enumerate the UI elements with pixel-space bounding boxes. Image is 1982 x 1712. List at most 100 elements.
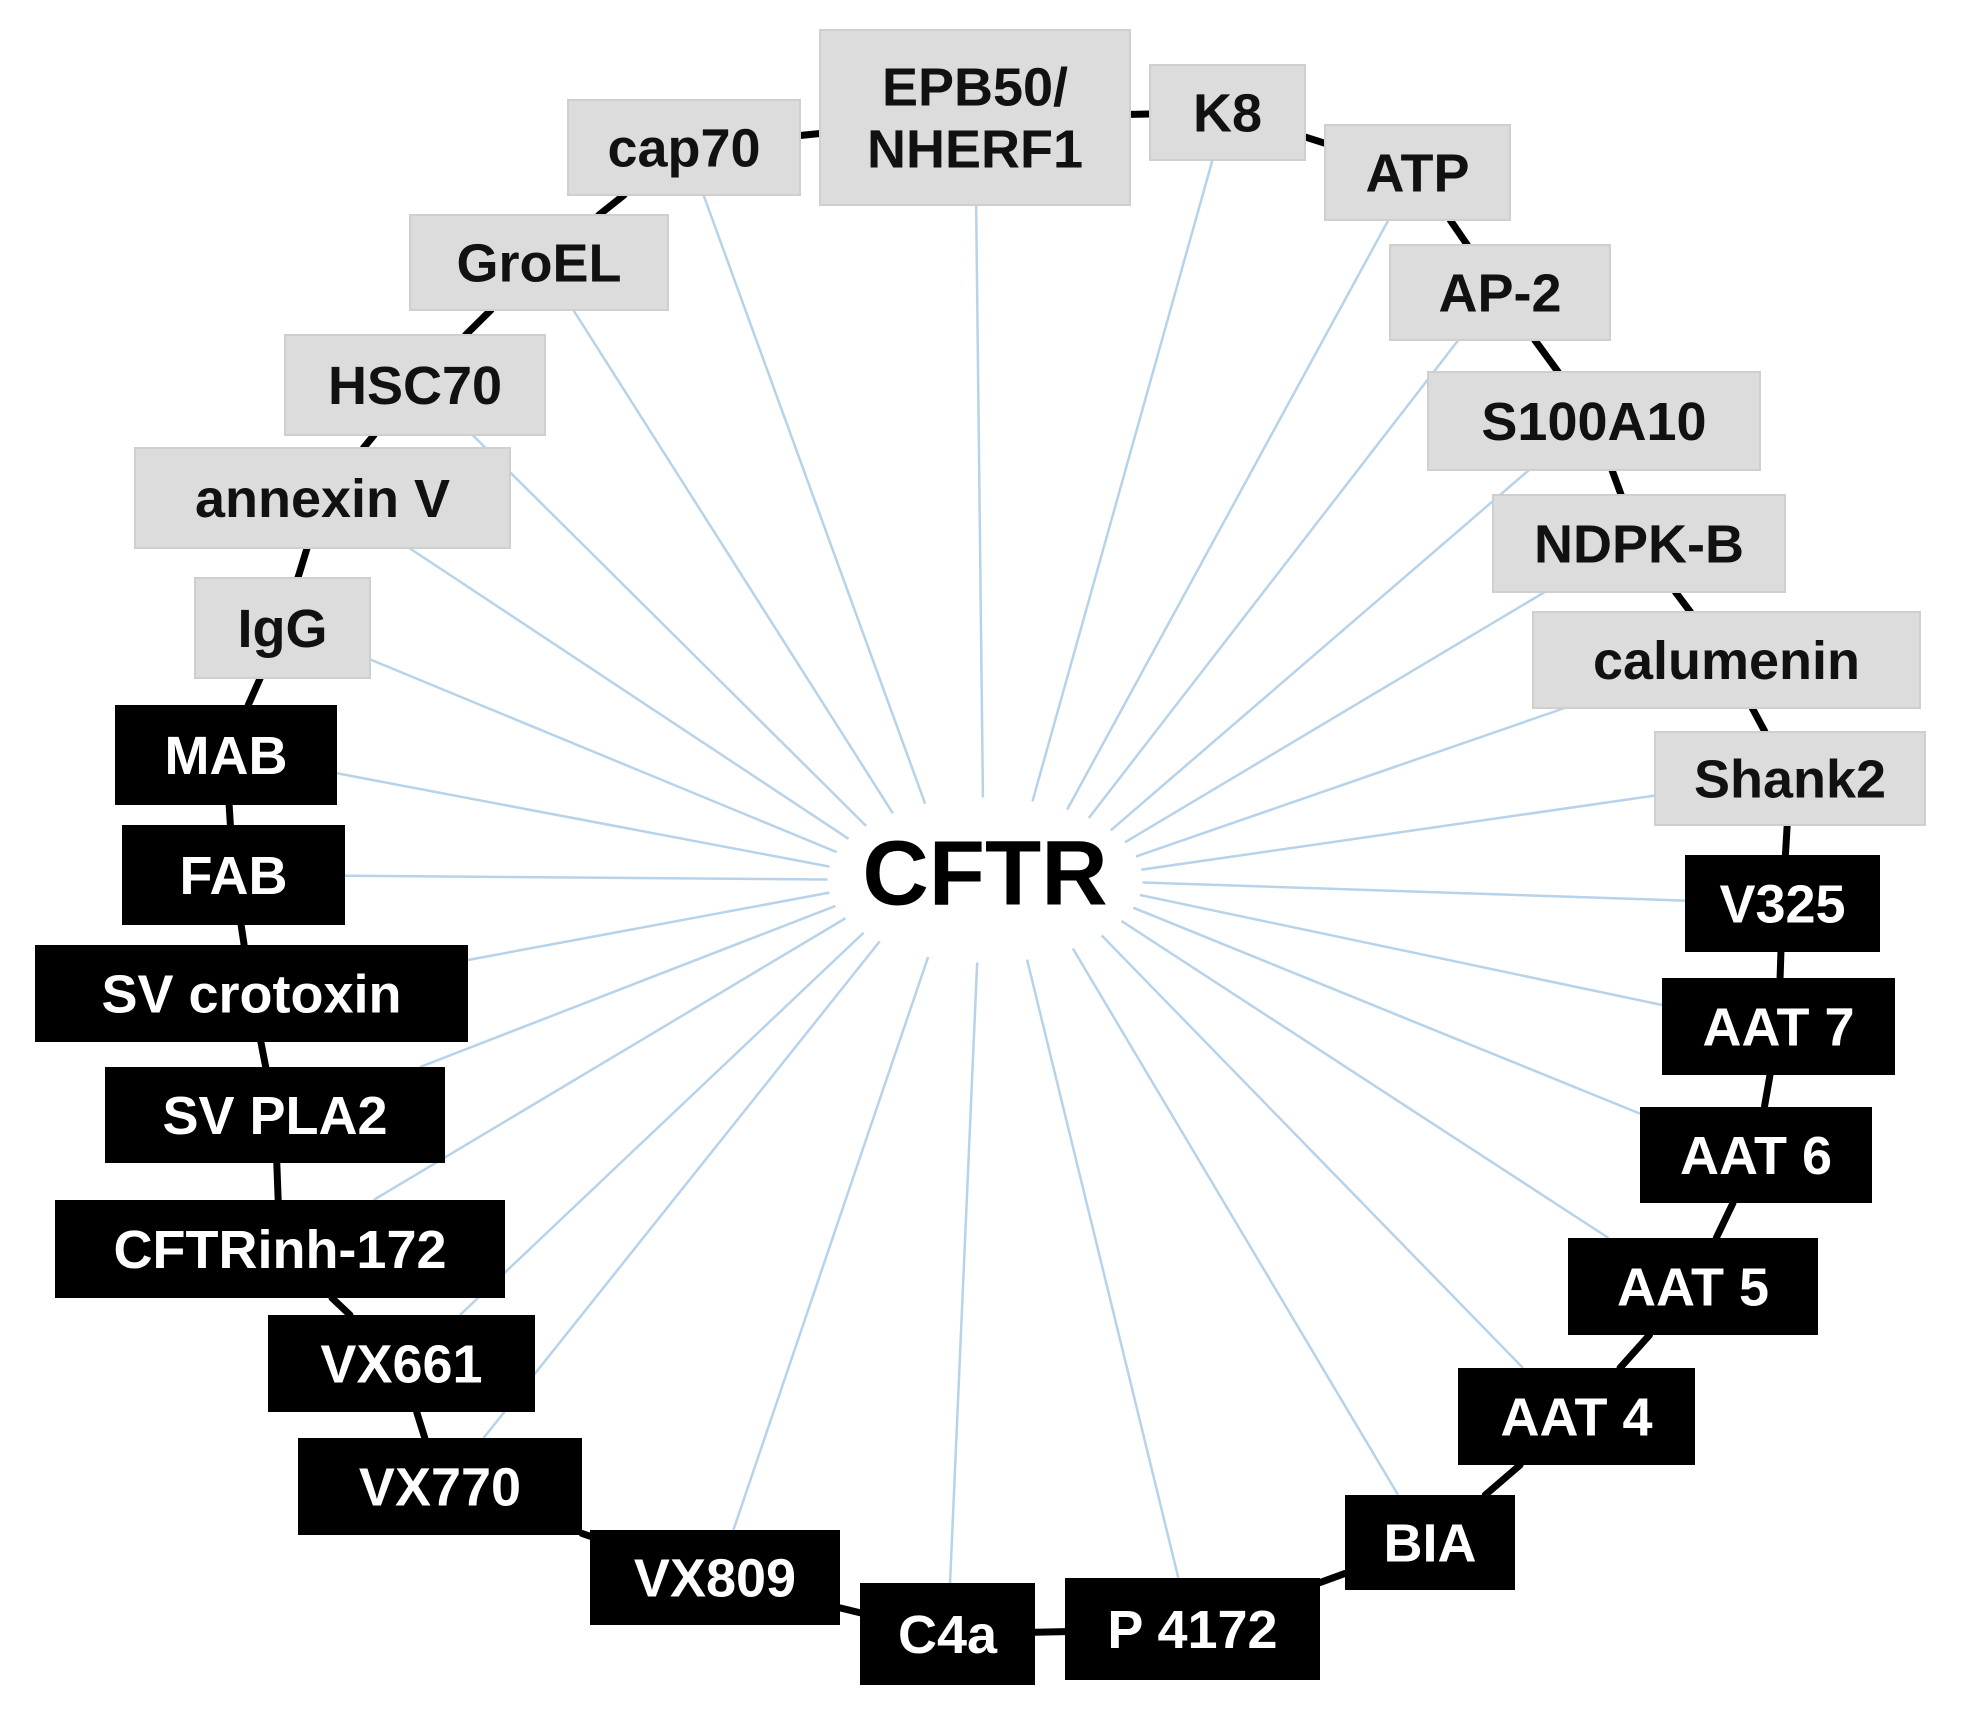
node-cap70: cap70 — [568, 100, 800, 195]
node-label-fab: FAB — [180, 846, 288, 906]
node-label-bia: BIA — [1384, 1514, 1477, 1574]
node-v325: V325 — [1685, 855, 1880, 952]
ring-link-aat6 — [1716, 1203, 1733, 1238]
node-label-aat4: AAT 4 — [1500, 1388, 1652, 1448]
node-label-calumenin: calumenin — [1593, 631, 1860, 691]
ring-link-aat5 — [1620, 1335, 1650, 1368]
spoke-s100a10 — [1111, 470, 1529, 830]
node-label-aat6: AAT 6 — [1680, 1126, 1832, 1186]
ring-link-svpla2 — [261, 1042, 266, 1067]
node-label-vx770: VX770 — [359, 1458, 521, 1518]
spoke-ndpkb — [1125, 592, 1545, 842]
node-vx809: VX809 — [590, 1530, 840, 1625]
spoke-aat6 — [1133, 908, 1640, 1114]
node-label-vx809: VX809 — [634, 1549, 796, 1609]
ring-link-shank2 — [1785, 825, 1787, 855]
ring-link-fab — [229, 805, 230, 825]
ring-link-ndpkb — [1675, 592, 1690, 612]
node-label-k8: K8 — [1193, 84, 1262, 144]
node-label-cftrinh172: CFTRinh-172 — [113, 1220, 446, 1280]
ring-link-ap2 — [1535, 340, 1558, 372]
node-label-annexinv: annexin V — [195, 469, 450, 529]
spoke-vx661 — [460, 933, 864, 1315]
ring-link-vx770 — [417, 1412, 425, 1438]
ring-link-aat4 — [1485, 1465, 1520, 1495]
node-aat4: AAT 4 — [1458, 1368, 1695, 1465]
node-label-ndpkb: NDPK-B — [1534, 515, 1744, 575]
node-c4a: C4a — [860, 1583, 1035, 1685]
node-calumenin: calumenin — [1533, 612, 1920, 708]
spoke-epb50 — [976, 205, 983, 798]
node-p4172: P 4172 — [1065, 1578, 1320, 1680]
ring-link-c4a — [840, 1608, 860, 1613]
spoke-v325 — [1142, 882, 1685, 900]
node-s100a10: S100A10 — [1428, 372, 1760, 470]
ring-link-s100a10 — [1612, 470, 1621, 495]
spoke-calumenin — [1136, 708, 1565, 857]
ring-link-cap70 — [800, 133, 820, 135]
ring-link-aat7 — [1764, 1075, 1770, 1107]
ring-link-calumenin — [1752, 708, 1765, 732]
spoke-vx809 — [733, 957, 928, 1530]
ring-link-bia — [1320, 1573, 1345, 1582]
node-label-shank2: Shank2 — [1694, 750, 1886, 810]
spoke-c4a — [950, 962, 977, 1583]
ring-link-k8 — [1305, 137, 1325, 143]
node-igg: IgG — [195, 578, 370, 678]
spoke-fab — [345, 876, 828, 880]
node-svpla2: SV PLA2 — [105, 1067, 445, 1163]
spoke-p4172 — [1027, 960, 1178, 1578]
node-cftrinh172: CFTRinh-172 — [55, 1200, 505, 1298]
node-label-igg: IgG — [238, 599, 328, 659]
node-label-aat7: AAT 7 — [1702, 998, 1854, 1058]
node-mab: MAB — [115, 705, 337, 805]
ring-link-mab — [248, 678, 260, 705]
node-label-aat5: AAT 5 — [1617, 1258, 1769, 1318]
node-aat7: AAT 7 — [1662, 978, 1895, 1075]
node-ap2: AP-2 — [1390, 245, 1610, 340]
spoke-aat4 — [1102, 935, 1523, 1368]
ring-link-vx809 — [582, 1533, 590, 1536]
spoke-aat5 — [1122, 921, 1609, 1238]
spoke-cap70 — [704, 195, 926, 804]
node-epb50: EPB50/NHERF1 — [820, 30, 1130, 205]
spoke-groel — [573, 310, 892, 813]
node-groel: GroEL — [410, 215, 668, 310]
node-bia: BIA — [1345, 1495, 1515, 1590]
ring-link-cftrinh172 — [277, 1163, 278, 1200]
ring-link-igg — [298, 548, 307, 578]
ring-link-hsc70 — [466, 310, 491, 335]
node-k8: K8 — [1150, 65, 1305, 160]
node-shank2: Shank2 — [1655, 732, 1925, 825]
node-svcrotoxin: SV crotoxin — [35, 945, 468, 1042]
node-label-cap70: cap70 — [607, 119, 760, 179]
node-ndpkb: NDPK-B — [1493, 495, 1785, 592]
spoke-atp — [1067, 220, 1388, 810]
node-aat6: AAT 6 — [1640, 1107, 1872, 1203]
ring-link-v325 — [1780, 952, 1781, 978]
spoke-svcrotoxin — [468, 893, 829, 960]
node-label-hsc70: HSC70 — [328, 356, 502, 416]
center-label-cftr: CFTR — [862, 822, 1107, 924]
spoke-aat7 — [1140, 895, 1662, 1005]
node-hsc70: HSC70 — [285, 335, 545, 435]
node-label-v325: V325 — [1719, 875, 1845, 935]
node-label-atp: ATP — [1366, 144, 1470, 204]
node-label-ap2: AP-2 — [1438, 264, 1561, 324]
node-vx661: VX661 — [268, 1315, 535, 1412]
ring-link-p4172 — [1035, 1632, 1065, 1633]
node-label-mab: MAB — [165, 726, 288, 786]
node-label-s100a10: S100A10 — [1481, 392, 1706, 452]
node-label-svpla2: SV PLA2 — [162, 1086, 387, 1146]
node-label-vx661: VX661 — [320, 1335, 482, 1395]
node-label-svcrotoxin: SV crotoxin — [101, 965, 401, 1025]
ring-link-atp — [1450, 220, 1467, 245]
spoke-bia — [1073, 948, 1398, 1495]
spoke-shank2 — [1141, 796, 1655, 870]
spoke-k8 — [1032, 160, 1212, 801]
node-label-p4172: P 4172 — [1107, 1600, 1277, 1660]
node-aat5: AAT 5 — [1568, 1238, 1818, 1335]
ring-link-annexinv — [363, 435, 374, 448]
